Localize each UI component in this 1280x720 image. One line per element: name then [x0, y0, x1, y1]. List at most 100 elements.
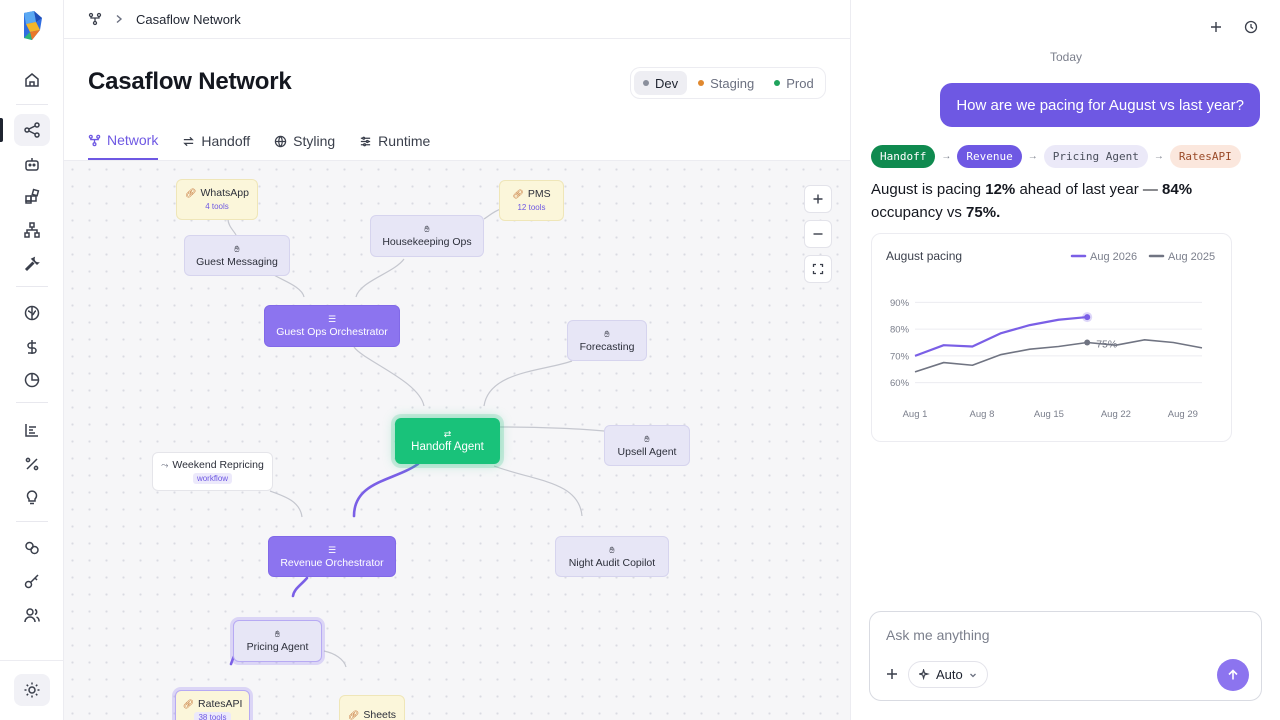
- node-label: Forecasting: [579, 340, 635, 353]
- node-whatsapp[interactable]: 🔗︎WhatsApp 4 tools: [176, 179, 258, 220]
- sparkle-icon: [919, 669, 930, 680]
- env-option-prod[interactable]: Prod: [765, 71, 822, 95]
- trail-pill-revenue[interactable]: Revenue: [957, 145, 1022, 168]
- node-forecasting[interactable]: ✋︎ Forecasting: [567, 320, 647, 361]
- tab-network[interactable]: Network: [88, 122, 159, 160]
- edge: [493, 465, 583, 517]
- node-upsell-agent[interactable]: ✋︎ Upsell Agent: [604, 425, 690, 466]
- node-revenue-orchestrator[interactable]: ☰ Revenue Orchestrator: [268, 536, 396, 577]
- answer-highlight: 12%: [985, 181, 1016, 198]
- node-pricing-agent[interactable]: ✋︎ Pricing Agent: [233, 620, 322, 662]
- hierarchy-icon[interactable]: [14, 214, 50, 246]
- edge: [227, 218, 237, 236]
- edge: [323, 650, 347, 668]
- chat-input[interactable]: Ask me anything: [886, 627, 990, 643]
- arrow-right-icon: →: [941, 151, 952, 162]
- hand-icon: ✋︎: [609, 544, 615, 555]
- key-icon[interactable]: [14, 565, 50, 597]
- chevron-right-icon: [114, 14, 124, 24]
- blocks-icon[interactable]: [14, 181, 50, 213]
- attach-plus-button[interactable]: [882, 664, 902, 684]
- rail-active-indicator: [0, 118, 3, 142]
- x-tick-label: Aug 29: [1168, 409, 1198, 420]
- chart-icon[interactable]: [14, 414, 50, 446]
- home-icon[interactable]: [14, 64, 50, 96]
- dollar-icon[interactable]: [14, 331, 50, 363]
- send-button[interactable]: [1217, 659, 1249, 691]
- tab-label: Styling: [293, 133, 336, 149]
- history-clock-icon[interactable]: [1241, 17, 1261, 37]
- network-icon: [88, 134, 101, 147]
- breadcrumb-title[interactable]: Casaflow Network: [136, 11, 241, 27]
- node-label: Guest Ops Orchestrator: [276, 326, 388, 338]
- answer-highlight: 75%.: [966, 204, 1001, 221]
- env-option-dev[interactable]: Dev: [634, 71, 688, 95]
- mode-select[interactable]: Auto: [908, 661, 988, 688]
- link-icon: 🔗︎: [182, 698, 195, 709]
- handoff-icon: [182, 135, 195, 148]
- sun-icon[interactable]: [14, 674, 50, 706]
- fit-view-button[interactable]: [804, 255, 832, 283]
- bot-icon[interactable]: [14, 148, 50, 180]
- x-tick-label: Aug 22: [1101, 409, 1131, 420]
- y-tick-label: 80%: [890, 325, 910, 336]
- sliders-icon: [359, 135, 372, 148]
- pie-icon[interactable]: [14, 364, 50, 396]
- answer-highlight: 84%: [1162, 181, 1193, 198]
- trail-pill-ratesapi[interactable]: RatesAPI: [1169, 145, 1241, 168]
- brain-icon[interactable]: [14, 297, 50, 329]
- trail-pill-handoff[interactable]: Handoff: [871, 145, 936, 168]
- main-area: Casaflow Network Casaflow Network Dev St…: [64, 0, 850, 720]
- y-tick-label: 90%: [890, 298, 910, 309]
- trail-pill-pricing-agent[interactable]: Pricing Agent: [1043, 145, 1148, 168]
- node-label: RatesAPI: [198, 697, 243, 710]
- arrow-right-icon: →: [1153, 151, 1164, 162]
- tab-label: Handoff: [201, 133, 251, 149]
- env-dot: [643, 80, 649, 86]
- network-icon[interactable]: [14, 114, 50, 146]
- tab-label: Network: [107, 132, 159, 148]
- y-tick-label: 60%: [890, 378, 910, 389]
- date-separator: Today: [1049, 50, 1083, 64]
- env-label: Prod: [786, 75, 814, 91]
- mode-label: Auto: [936, 667, 963, 682]
- users-icon[interactable]: [14, 599, 50, 631]
- lightbulb-icon[interactable]: [14, 481, 50, 513]
- node-ratesapi[interactable]: 🔗︎RatesAPI 38 tools: [175, 690, 250, 720]
- node-guest-ops-orchestrator[interactable]: ☰ Guest Ops Orchestrator: [264, 305, 400, 347]
- tab-bar: Network Handoff Styling Runtime: [88, 122, 430, 162]
- new-chat-plus-icon[interactable]: [1206, 17, 1226, 37]
- breadcrumb: Casaflow Network: [64, 0, 850, 39]
- edge: [483, 360, 573, 407]
- app-logo-icon[interactable]: [20, 10, 44, 42]
- active-edge: [352, 462, 420, 518]
- percent-icon[interactable]: [14, 448, 50, 480]
- tab-handoff[interactable]: Handoff: [182, 122, 250, 160]
- node-sublabel: 38 tools: [194, 711, 231, 720]
- zoom-out-button[interactable]: [804, 220, 832, 248]
- node-guest-messaging[interactable]: ✋︎ Guest Messaging: [184, 235, 290, 276]
- env-dot: [698, 80, 705, 86]
- node-pms[interactable]: 🔗︎PMS 12 tools: [499, 180, 564, 221]
- network-icon[interactable]: [88, 12, 102, 26]
- workflow-icon: ⤳: [161, 460, 169, 470]
- annotation-point: [1084, 339, 1091, 346]
- tab-runtime[interactable]: Runtime: [359, 122, 430, 160]
- link-icon[interactable]: [14, 532, 50, 564]
- env-option-staging[interactable]: Staging: [689, 71, 763, 95]
- x-tick-label: Aug 8: [970, 409, 995, 420]
- icon-rail: [0, 0, 64, 720]
- series-line: [914, 339, 1203, 373]
- node-label: Pricing Agent: [246, 641, 309, 653]
- zoom-in-button[interactable]: [804, 185, 832, 213]
- globe-icon: [274, 135, 287, 148]
- wrench-icon[interactable]: [14, 248, 50, 280]
- network-canvas[interactable]: 🔗︎WhatsApp 4 tools 🔗︎PMS 12 tools ✋︎ Gue…: [64, 161, 850, 720]
- tab-styling[interactable]: Styling: [274, 122, 335, 160]
- node-sheets[interactable]: 🔗︎Sheets: [339, 695, 405, 720]
- node-night-audit-copilot[interactable]: ✋︎ Night Audit Copilot: [555, 536, 669, 577]
- arrow-up-icon: [1227, 669, 1239, 681]
- node-handoff-agent[interactable]: ⇄ Handoff Agent: [395, 418, 500, 464]
- node-weekend-repricing[interactable]: ⤳Weekend Repricing workflow: [152, 452, 273, 491]
- node-housekeeping-ops[interactable]: ✋︎ Housekeeping Ops: [370, 215, 484, 257]
